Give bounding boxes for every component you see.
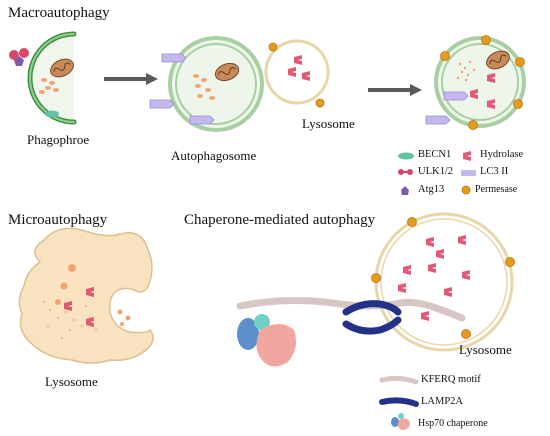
lysosome-top (264, 39, 330, 108)
legend-lamp2a: LAMP2A (421, 396, 464, 407)
phagophore-label: Phagophroe (27, 132, 90, 147)
cma-lysosome (371, 212, 515, 352)
legend-permease: Permesase (475, 184, 518, 195)
autolysosome (425, 35, 526, 130)
lysosome-top-label: Lysosome (302, 116, 355, 131)
lysosome-cma-label: Lysosome (459, 342, 512, 357)
legend-lc3: LC3 II (480, 166, 509, 177)
phagophore (9, 31, 77, 125)
legend-ulk: ULK1/2 (418, 166, 453, 177)
autophagosome-label: Autophagosome (171, 148, 257, 163)
legend-hsp70: Hsp70 chaperone (418, 418, 488, 429)
legend-atg13: Atg13 (418, 184, 445, 195)
micro-lysosome (18, 227, 154, 364)
lysosome-micro-label: Lysosome (45, 374, 98, 389)
macroautophagy-title: Macroautophagy (8, 5, 110, 21)
legend-bottom-icons (379, 375, 419, 430)
microautophagy-title: Microautophagy (8, 212, 108, 228)
arrow-2 (368, 84, 422, 96)
cma-title: Chaperone-mediated autophagy (184, 212, 376, 228)
autophagosome (149, 36, 264, 132)
cma-substrate (236, 296, 466, 367)
legend-becn1: BECN1 (418, 149, 452, 160)
legend-kferq: KFERQ motif (421, 374, 481, 385)
legend-hydrolase: Hydrolase (480, 149, 524, 160)
arrow-1 (104, 73, 158, 85)
legend-top-icons (398, 151, 476, 195)
